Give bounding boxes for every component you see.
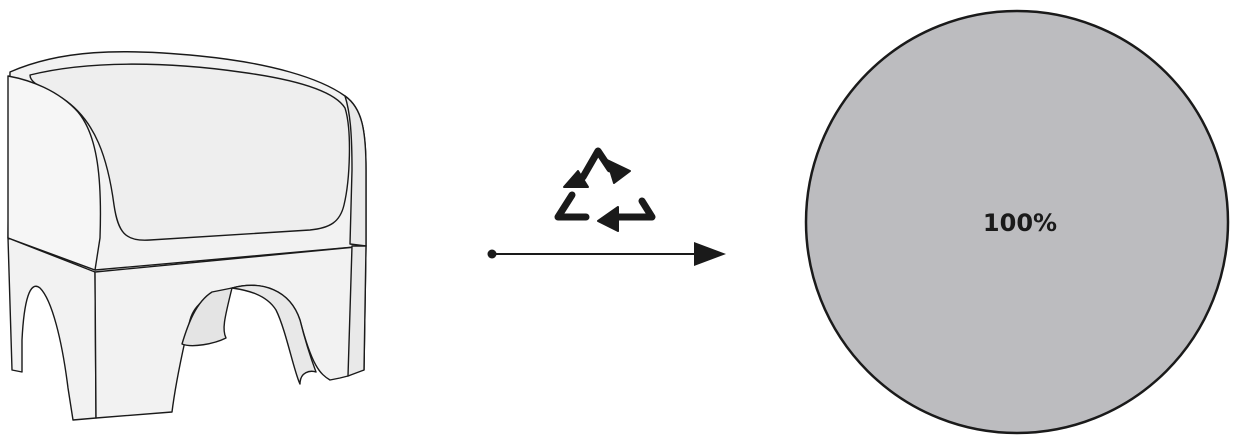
pie-circle: 100% [804, 9, 1230, 435]
arrow-right-icon [487, 242, 726, 266]
recycle-icon [554, 147, 656, 232]
percentage-label: 100% [983, 209, 1057, 237]
